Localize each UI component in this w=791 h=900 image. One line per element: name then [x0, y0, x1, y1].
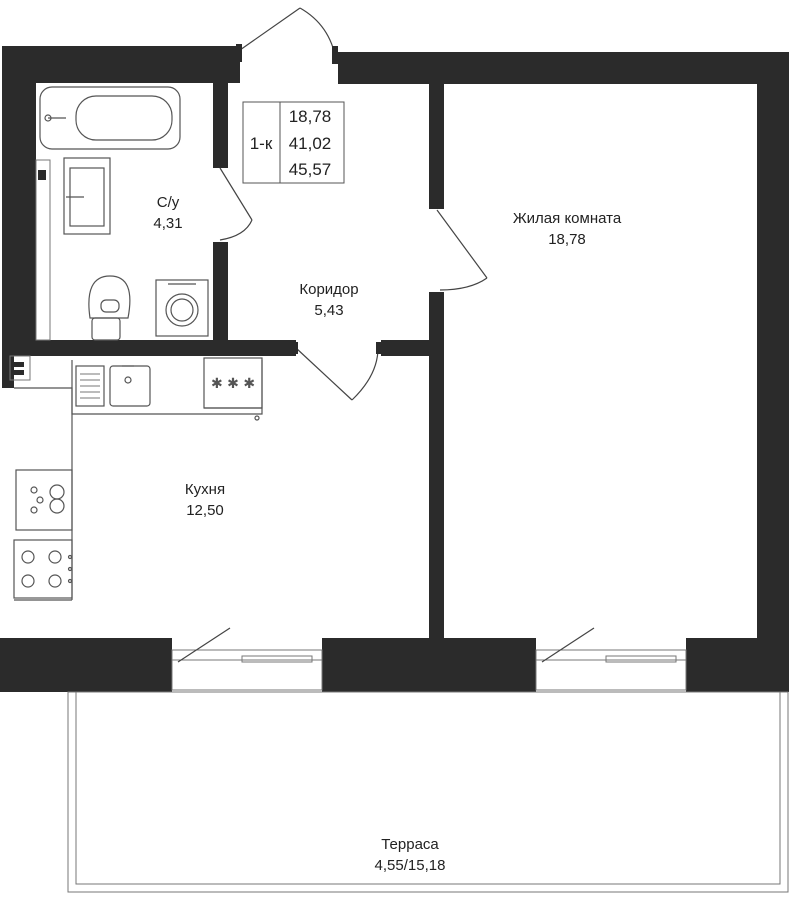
living-room-door[interactable]: [436, 209, 488, 291]
wall-left-outer: [2, 46, 36, 356]
bathroom-area: 4,31: [153, 215, 182, 232]
kitchen-counter: [14, 360, 263, 601]
wall-living-left-upper: [429, 84, 444, 209]
total-area-with-terrace-value: 45,57: [289, 160, 332, 179]
living-room-area: 18,78: [548, 231, 586, 248]
corridor-name: Коридор: [299, 281, 358, 298]
living-room-name: Жилая комната: [513, 210, 622, 227]
apartment-info-box: 1-к 18,78 41,02 45,57: [242, 101, 345, 184]
wall-top-right: [338, 52, 789, 84]
left-shaft: [9, 159, 51, 381]
total-area-value: 41,02: [289, 134, 332, 153]
bathroom-name: С/у: [157, 194, 180, 211]
bathtub-icon: [39, 86, 181, 150]
walls: [0, 46, 789, 692]
apartment-type: 1-к: [250, 134, 273, 153]
kitchen-area: 12,50: [186, 502, 224, 519]
wall-corridor-kitchen-right: [381, 340, 429, 356]
wall-bath-right-lower: [213, 242, 228, 354]
kitchen-door[interactable]: [292, 342, 382, 401]
wall-right-outer: [757, 52, 789, 692]
wall-bottom-mid: [322, 638, 536, 692]
bathroom-door[interactable]: [219, 167, 253, 241]
wall-living-left-lower: [429, 292, 444, 638]
wall-bath-right-upper: [213, 83, 228, 168]
cooktop-icon: [13, 539, 73, 599]
entrance-door[interactable]: [236, 7, 338, 64]
kitchen-name: Кухня: [185, 481, 225, 498]
oven-icon: [15, 469, 73, 531]
kitchen-sink-icon: [75, 365, 151, 407]
wall-top-left: [2, 46, 240, 83]
kitchen-window: [171, 627, 323, 691]
washing-machine-icon: [155, 279, 209, 337]
svg-text:✱ ✱ ✱: ✱ ✱ ✱: [211, 376, 255, 392]
wall-left-stub: [2, 356, 14, 388]
living-area-value: 18,78: [289, 107, 332, 126]
stove-icon: ✱ ✱ ✱: [203, 357, 263, 421]
sink-icon: [63, 157, 111, 235]
corridor-area: 5,43: [314, 302, 343, 319]
terrace-name: Терраса: [381, 836, 439, 853]
wall-bottom-right: [686, 638, 789, 692]
room-labels: С/у 4,31 Коридор 5,43 Жилая комната 18,7…: [153, 194, 621, 874]
wall-bath-kitchen: [36, 340, 296, 356]
wall-bottom-left: [0, 638, 172, 692]
terrace: [67, 691, 789, 893]
living-room-window: [535, 627, 687, 691]
terrace-area: 4,55/15,18: [375, 857, 446, 874]
toilet-icon: [88, 275, 131, 341]
